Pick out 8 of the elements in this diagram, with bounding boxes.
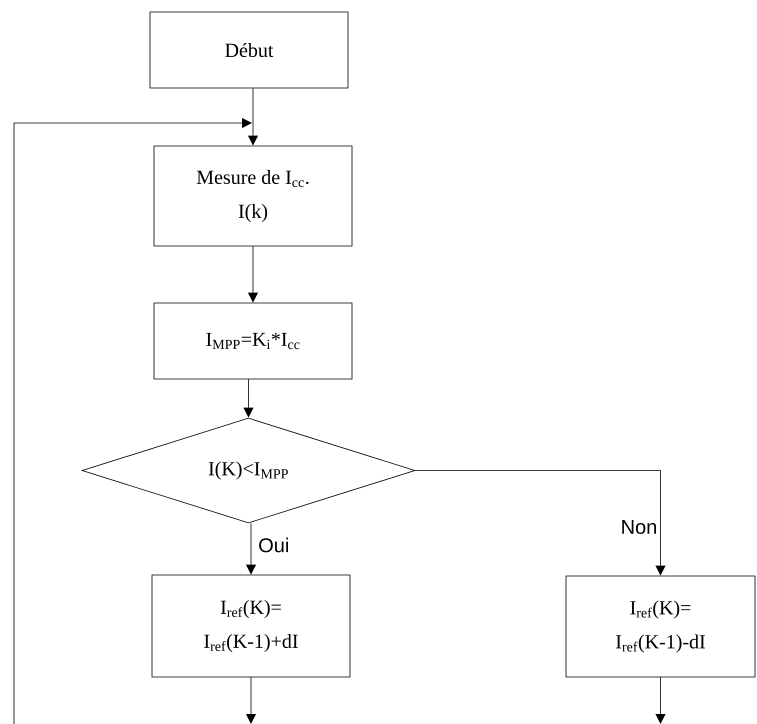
edge-label: Non [620, 519, 658, 535]
process-box: Mesure de I$_{cc}$. I(k) [154, 146, 352, 246]
process-box: I$_{ref}$(K)= I$_{ref}$(K-1)+dI [152, 574, 350, 678]
process-box: I$_{ref}$(K)= I$_{ref}$(K-1)-dI [566, 576, 756, 678]
process-box: Début [150, 12, 348, 88]
arrow [14, 118, 252, 724]
process-box: I$_{MPP}$=K$_{i}$*I$_{cc}$ [154, 302, 352, 380]
edge-label: Oui [257, 536, 290, 554]
